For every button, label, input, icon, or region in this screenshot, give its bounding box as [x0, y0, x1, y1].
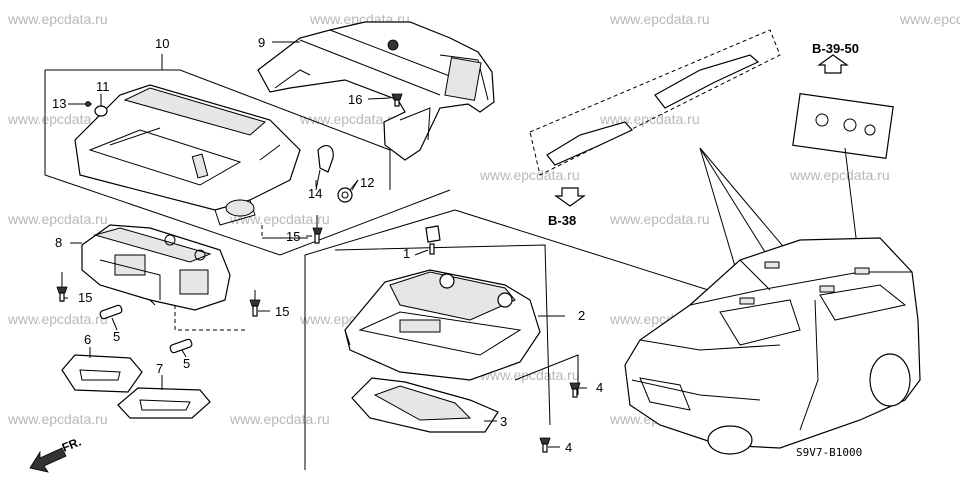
diagram-code: S9V7-B1000 [796, 446, 862, 459]
overhead-console-assembly [44, 69, 451, 256]
grab-handles [529, 29, 781, 176]
callout-4-top: 4 [596, 380, 603, 395]
callout-10: 10 [155, 36, 169, 51]
watermark: www.epcdata.ru [7, 11, 108, 27]
callout-1: 1 [403, 246, 410, 261]
callout-14: 14 [308, 186, 322, 201]
roof-console [344, 269, 541, 381]
callout-leaders [64, 41, 587, 448]
callout-3: 3 [500, 414, 507, 429]
callout-7: 7 [156, 361, 163, 376]
callout-6: 6 [84, 332, 91, 347]
watermark: www.epcdata.ru [609, 211, 710, 227]
callout-13: 13 [52, 96, 66, 111]
callout-15-top: 15 [286, 229, 300, 244]
sunroof-switch-panel [792, 93, 894, 159]
watermark: www.epcdata.ru [479, 167, 580, 183]
map-light-lenses [61, 354, 211, 419]
callout-16: 16 [348, 92, 362, 107]
callout-12: 12 [360, 175, 374, 190]
callout-11: 11 [96, 79, 110, 94]
callouts: 10 9 11 13 16 12 14 15 8 15 15 5 6 5 7 1… [52, 35, 603, 455]
callout-2: 2 [578, 308, 585, 323]
bulbs [99, 304, 193, 354]
watermark: www.epcdata.ru [7, 211, 108, 227]
watermark: www.epcdata.ru [899, 11, 960, 27]
center-console-frame [304, 209, 579, 470]
watermark: www.epcdata.ru [229, 411, 330, 427]
watermark: www.epcdata.ru [609, 11, 710, 27]
watermark: www.epcdata.ru [7, 411, 108, 427]
callout-4-bottom: 4 [565, 440, 572, 455]
callout-9: 9 [258, 35, 265, 50]
callout-8: 8 [55, 235, 62, 250]
roof-bracket [257, 21, 495, 161]
map-light-assembly [81, 224, 231, 311]
front-direction-arrow: FR. [29, 435, 83, 473]
front-label: FR. [60, 435, 83, 455]
callout-5-left: 5 [113, 329, 120, 344]
vehicle-outline [624, 237, 921, 455]
watermark: www.epcdata.ru [7, 111, 108, 127]
reference-b39-50[interactable]: B-39-50 [812, 41, 859, 56]
watermark: www.epcdata.ru [299, 111, 400, 127]
callout-5-right: 5 [183, 356, 190, 371]
callout-15-right: 15 [275, 304, 289, 319]
callout-15-left: 15 [78, 290, 92, 305]
reference-b38[interactable]: B-38 [548, 213, 576, 228]
roof-console-lens [351, 377, 499, 433]
watermark: www.epcdata.ru [7, 311, 108, 327]
watermark: www.epcdata.ru [789, 167, 890, 183]
watermark: www.epcdata.ru [479, 367, 580, 383]
